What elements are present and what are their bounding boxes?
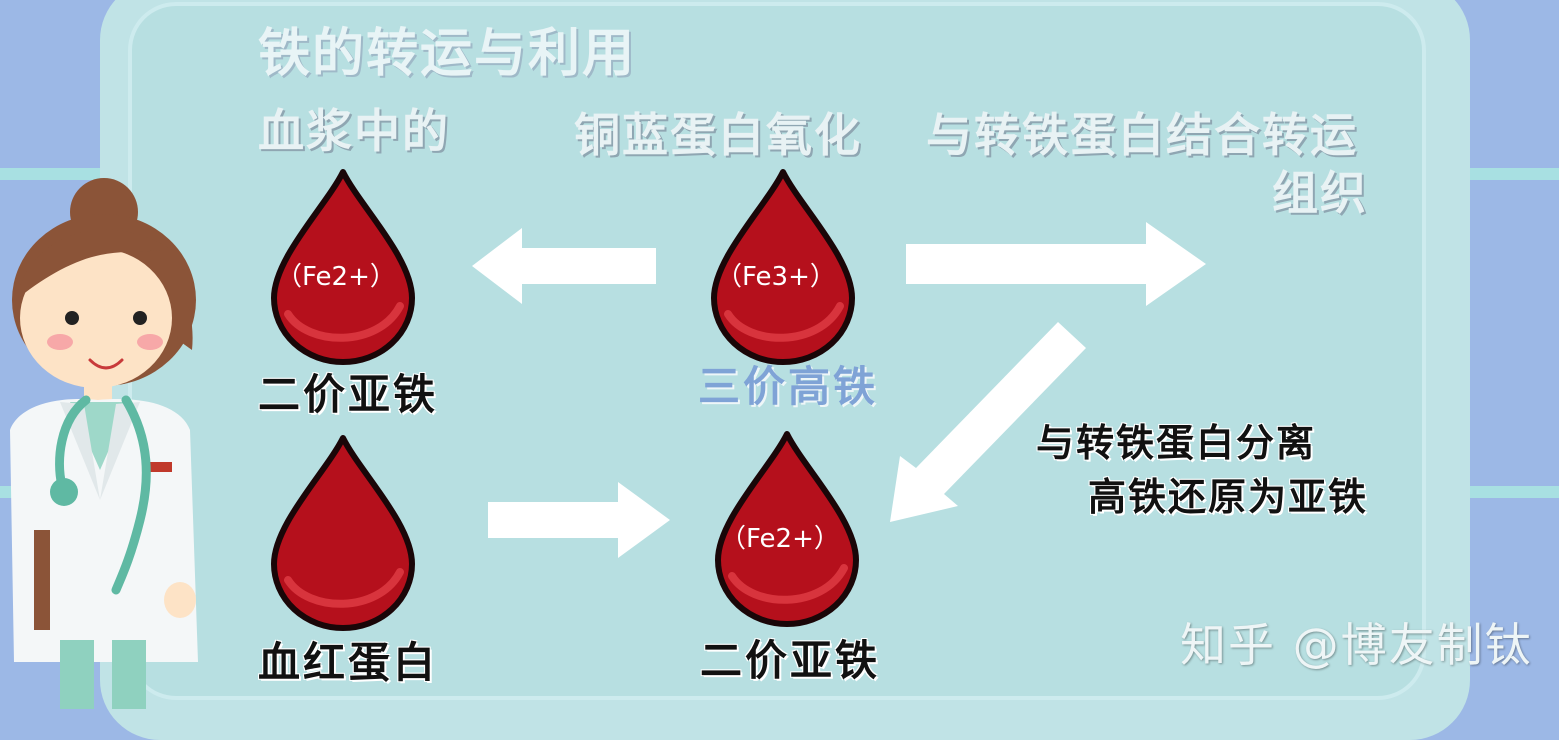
- drop-ion-label: （Fe2+）: [720, 524, 840, 554]
- diagram-graphics: [10, 0, 1206, 709]
- stethoscope-icon: [50, 395, 151, 595]
- label-reduce-to-ferrous: 高铁还原为亚铁: [1088, 475, 1369, 519]
- caption-ferrous-top: 二价亚铁: [258, 370, 439, 419]
- arrow-icon: [906, 222, 1206, 306]
- arrow-icon: [472, 228, 656, 304]
- arrow-icon: [890, 322, 1086, 522]
- diagram-title: 铁的转运与利用: [258, 24, 637, 84]
- arrow-icon: [488, 482, 670, 558]
- drop-ion-label: （Fe3+）: [716, 262, 836, 292]
- doctor-character-icon: [10, 178, 198, 709]
- label-oxidation: 铜蓝蛋白氧化: [574, 108, 862, 162]
- caption-ferrous-bottom: 二价亚铁: [700, 636, 881, 685]
- blood-drop-icon: [274, 438, 412, 628]
- label-tissue: 组织: [1272, 166, 1368, 220]
- label-transferrin-bind: 与转铁蛋白结合转运: [926, 108, 1358, 162]
- label-plasma: 血浆中的: [258, 104, 450, 158]
- label-separate-transferrin: 与转铁蛋白分离: [1036, 421, 1317, 465]
- watermark: 知乎 @博友制钛: [1180, 618, 1533, 672]
- caption-ferric: 三价高铁: [698, 362, 879, 411]
- caption-hemoglobin: 血红蛋白: [258, 638, 439, 687]
- drop-ion-label: （Fe2+）: [276, 262, 396, 292]
